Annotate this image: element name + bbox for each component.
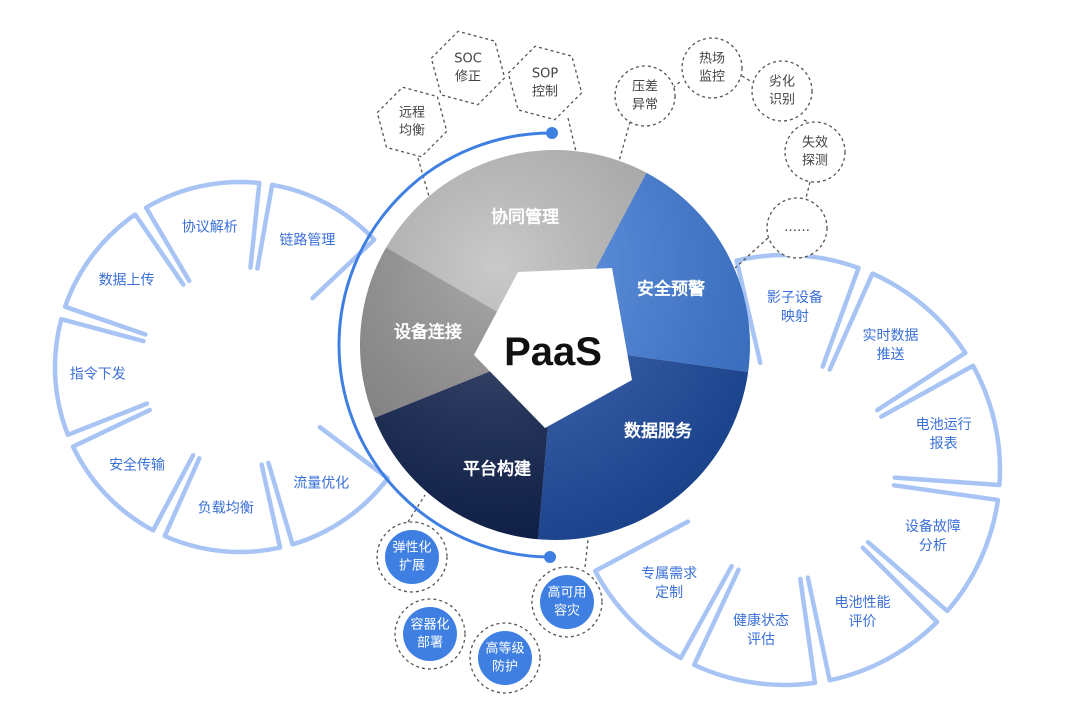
circle-node [766, 197, 828, 259]
left_ring-label: 数据上传 [98, 272, 155, 289]
core-label: PaaS [504, 330, 602, 374]
right_ring-segment [865, 483, 1001, 614]
hex-node-label: SOC 修正 [454, 51, 482, 84]
accent-arc-end-dot [544, 551, 556, 563]
right_ring-label: 电池性能 评价 [834, 594, 891, 630]
right_ring-label: 健康状态 评估 [732, 612, 789, 648]
circle-node-label: 失效 探测 [801, 135, 829, 168]
circle-node [614, 65, 676, 127]
right_ring-label: 专属需求 定制 [641, 566, 698, 601]
circle-node [751, 60, 813, 122]
right_ring-segment [827, 271, 968, 413]
left_ring-segment [162, 456, 283, 555]
blue-node [478, 631, 532, 685]
hex-node-label: 远程 均衡 [398, 105, 426, 138]
hex-node [376, 86, 448, 158]
accent-arc-start-dot [546, 127, 558, 139]
left_ring-segment [266, 424, 390, 547]
left_ring-segment [70, 407, 196, 533]
circle-node [784, 121, 846, 183]
left_ring-label: 流量优化 [293, 475, 350, 492]
right_ring-label: 设备故障 分析 [904, 519, 961, 555]
accent-arc [337, 131, 553, 559]
right_ring-label: 实时数据 推送 [862, 328, 919, 364]
hex-node [507, 45, 583, 121]
right_ring-segment [878, 363, 1003, 488]
sector-label: 平台构建 [463, 459, 531, 480]
left_ring-segment [62, 212, 186, 337]
blue-node [540, 575, 594, 629]
left_ring-label: 链路管理 [279, 233, 336, 250]
sector-label: 安全预警 [637, 279, 705, 300]
right_ring-label: 电池运行 报表 [915, 416, 972, 452]
right_ring-segment [805, 545, 940, 683]
sector-label: 数据服务 [624, 421, 692, 442]
left_ring-label: 协议解析 [181, 219, 238, 236]
left_ring-segment [143, 179, 262, 284]
circle-node-label: 压差 异常 [631, 79, 659, 112]
left_ring-label: 负载均衡 [197, 500, 254, 517]
circle-node-label: 热场 监控 [698, 51, 726, 84]
circle-node-label: 劣化 识别 [768, 74, 796, 107]
blue-node-label: 容器化 部署 [410, 617, 450, 650]
left_ring-segment [52, 316, 150, 438]
blue-node [385, 530, 439, 584]
sector-label: 设备连接 [394, 322, 462, 343]
hex-node-label: SOP 控制 [531, 66, 559, 99]
blue-node-label: 弹性化 扩展 [392, 540, 432, 573]
blue-node-label: 高可用 容灾 [547, 585, 587, 618]
right_ring-segment [691, 567, 818, 688]
blue-node [403, 607, 457, 661]
right_ring-label: 影子设备 映射 [766, 289, 823, 325]
blue-node-label: 高等级 防护 [485, 641, 525, 674]
left_ring-label: 安全传输 [109, 457, 166, 474]
circle-node-label: …… [784, 220, 810, 236]
sector-label: 协同管理 [491, 207, 559, 228]
core-pentagon [474, 268, 632, 428]
left_ring-label: 指令下发 [69, 366, 126, 383]
circle-node [681, 37, 743, 99]
hex-node [430, 30, 506, 106]
right_ring-segment [592, 519, 734, 661]
